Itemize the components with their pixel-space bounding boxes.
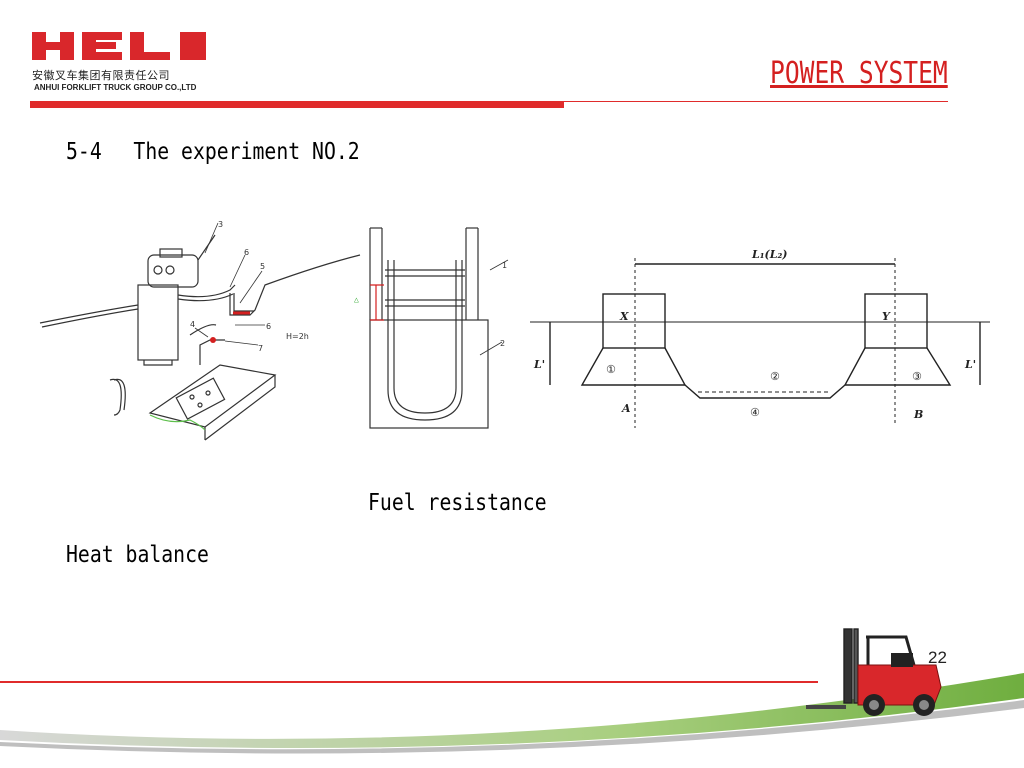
svg-text:△: △ [354, 295, 359, 304]
svg-text:2: 2 [500, 339, 505, 348]
company-name-chinese: 安徽叉车集团有限责任公司 [32, 69, 170, 82]
svg-text:6: 6 [266, 322, 271, 331]
route-test-diagram: L₁(L₂) X Y L' L' A B ① ② ③ ④ [530, 248, 990, 428]
header-divider-bar [30, 101, 564, 108]
caption-fuel-resistance: Fuel resistance [368, 490, 547, 516]
section-heading: 5-4 The experiment NO.2 [66, 139, 360, 165]
svg-text:6: 6 [244, 248, 249, 257]
header-divider-line [564, 101, 948, 102]
box-x-label: X [619, 310, 629, 323]
svg-text:3: 3 [218, 220, 223, 229]
caption-heat-balance: Heat balance [66, 542, 209, 568]
step-3-label: ③ [912, 370, 922, 383]
page-title: POWER SYSTEM [770, 56, 948, 91]
point-b-label: B [913, 408, 923, 421]
u-tube-diagram: △ 1 2 [354, 227, 509, 429]
step-1-label: ① [606, 363, 616, 376]
company-name-english: ANHUI FORKLIFT TRUCK GROUP CO.,LTD [34, 83, 197, 92]
box-y [864, 293, 928, 349]
svg-text:1: 1 [502, 261, 507, 270]
span-label: L₁(L₂) [751, 248, 788, 261]
right-height-label: L' [964, 358, 976, 371]
footer-swoosh [0, 673, 1024, 754]
box-y-label: Y [882, 310, 891, 323]
box-x [602, 293, 666, 349]
svg-text:4: 4 [190, 320, 195, 329]
fuel-system-diagram: 3 6 5 4 6 7 H=2h [39, 220, 361, 441]
company-logo: 安徽叉车集团有限责任公司 ANHUI FORKLIFT TRUCK GROUP … [30, 30, 220, 94]
container [369, 319, 489, 429]
heli-logo-mark [32, 32, 206, 60]
step-2-label: ② [770, 370, 780, 383]
svg-text:H=2h: H=2h [286, 332, 309, 341]
forklift-image [806, 628, 942, 716]
svg-text:5: 5 [260, 262, 265, 271]
footer-red-line [0, 681, 818, 683]
svg-text:7: 7 [258, 344, 263, 353]
step-4-label: ④ [750, 406, 760, 419]
left-height-label: L' [533, 358, 545, 371]
filter-body [137, 284, 179, 361]
page-number: 22 [928, 648, 947, 667]
point-a-label: A [621, 402, 631, 415]
filter-head [147, 254, 199, 288]
